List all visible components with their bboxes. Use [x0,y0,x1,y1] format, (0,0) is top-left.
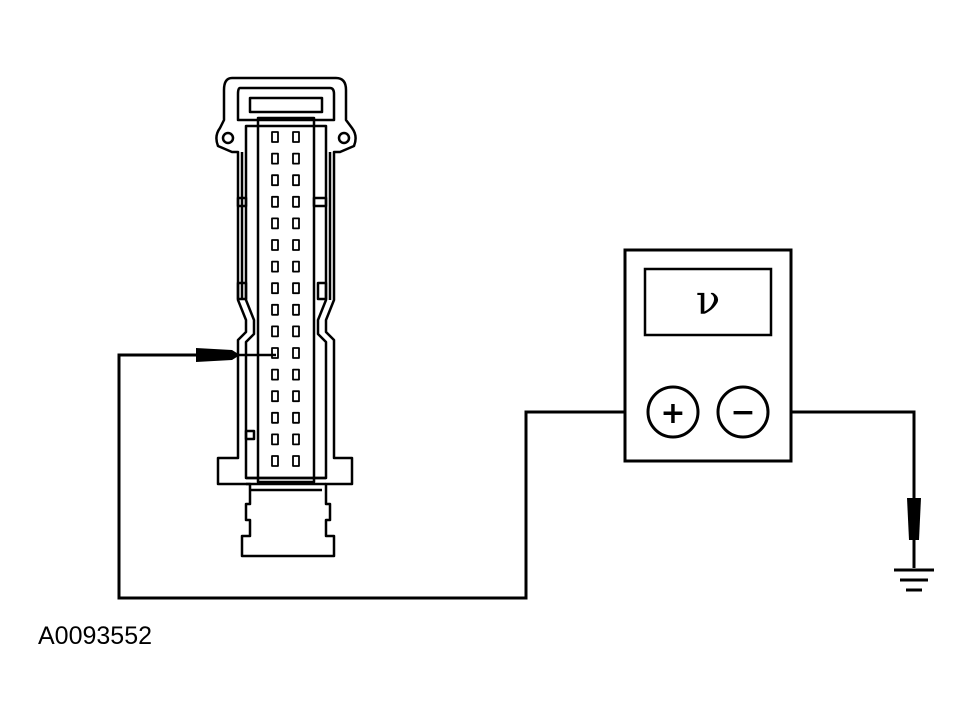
connector-pin [292,433,300,446]
connector-pin [292,260,300,273]
connector-pin [292,390,300,403]
connector-pin [292,217,300,230]
connector-side-tab [316,281,328,301]
connector-side-tab [244,429,256,441]
connector-left-ear-hole [221,131,235,145]
connector-pin [271,411,279,424]
connector-pin [271,217,279,230]
voltmeter-display-symbol: ν [696,278,720,324]
connector-pin [271,303,279,316]
connector-pin [292,239,300,251]
connector-pin [271,390,279,403]
ground-probe [907,498,921,568]
connector-pin [271,131,279,143]
positive-test-lead [117,353,652,600]
connector-pin-field [256,116,316,484]
connector-pin [271,368,279,381]
connector-latch-inner [236,86,336,122]
connector-pin [292,282,300,295]
connector-latch-slot [248,96,324,114]
connector-pin [292,303,300,316]
negative-test-lead [765,410,916,500]
connector-right-ear-hole [337,131,351,145]
connector-pin [271,347,279,359]
connector-pin [292,411,300,424]
connector-side-tab [312,196,328,208]
connector-pin [271,239,279,251]
positive-terminal-label: + [660,396,685,431]
connector-pin [271,282,279,295]
connector-pins [271,131,300,467]
connector [215,76,357,558]
connector-pin [271,455,279,467]
voltmeter: ν + − [623,248,793,463]
connector-pin [271,433,279,446]
connector-pin [271,195,279,208]
connector-pin [292,368,300,381]
connector-pin [292,174,300,187]
connector-pin [271,325,279,338]
negative-terminal-label: − [730,395,755,430]
connector-pin [271,260,279,273]
connector-side-tab [236,281,248,301]
connector-pin [292,455,300,467]
voltmeter-display [643,267,773,337]
connector-pin [292,152,300,165]
positive-terminal [646,385,700,439]
connector-pin [292,325,300,338]
connector-pin [292,347,300,359]
connector-side-tab [236,196,248,208]
connector-latch-outer [215,76,357,558]
ground-symbol [894,568,934,592]
connector-pin [271,152,279,165]
figure-id: A0093552 [38,622,153,650]
connector-pin [271,174,279,187]
connector-pin [292,131,300,143]
negative-terminal [716,385,770,439]
back-probe [196,348,276,362]
connector-pin [292,195,300,208]
probe-tip [196,348,240,362]
ground-probe-body [907,498,921,540]
